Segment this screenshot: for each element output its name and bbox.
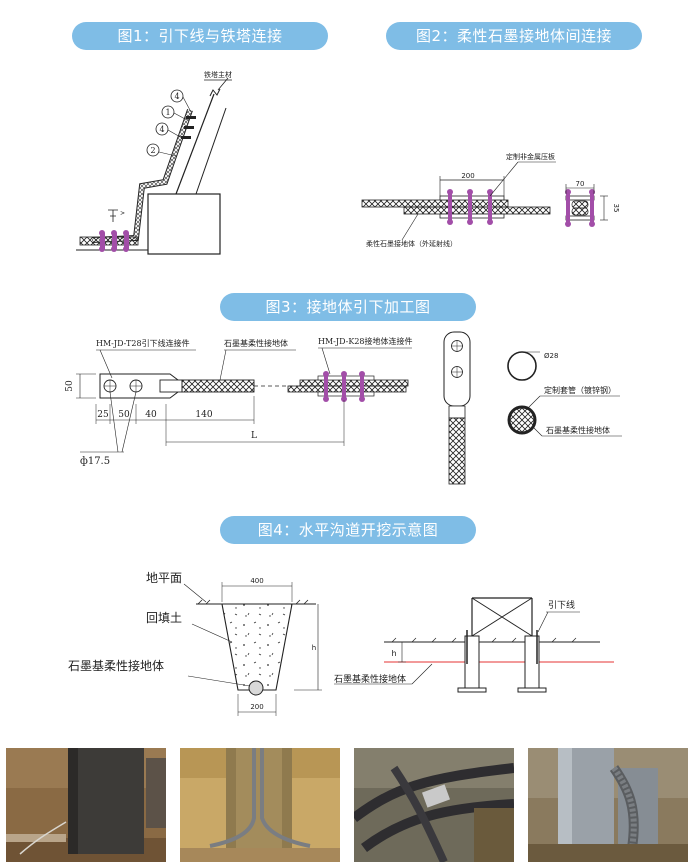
dim-400: 400 bbox=[250, 577, 263, 585]
connector-k28-label: HM-JD-K28接地体连接件 bbox=[318, 336, 413, 346]
fig1-diagram: > 4 1 4 2 铁塔主材 bbox=[76, 70, 232, 255]
dia-28: Ø28 bbox=[544, 352, 558, 360]
fig3-diagram: HM-JD-T28引下线连接件 石墨基柔性接地体 HM-JD-K28接地体连接件… bbox=[65, 331, 622, 485]
fig2-dim-200: 200 bbox=[461, 172, 474, 180]
dim-50-vertical: 50 bbox=[65, 380, 75, 392]
dim-40: 40 bbox=[145, 410, 157, 420]
body2-label: 石墨基柔性接地体 bbox=[546, 425, 610, 435]
phi-17-5: ф17.5 bbox=[80, 456, 110, 467]
fig2-dim-70: 70 bbox=[576, 180, 585, 188]
trench-body-label: 石墨基柔性接地体 bbox=[68, 658, 164, 673]
photo-clamp bbox=[354, 748, 514, 862]
fig4-diagram: 400 200 h 地平面 回填土 石墨基柔性接地体 bbox=[68, 571, 614, 716]
fig1-header: 图1：引下线与铁塔连接 bbox=[72, 22, 328, 50]
fig2-diagram: 200 定制非金属压板 柔性石墨接地体（外延射线） 70 35 bbox=[361, 152, 620, 248]
svg-text:>: > bbox=[120, 210, 125, 217]
connector-t28-label: HM-JD-T28引下线连接件 bbox=[96, 338, 190, 348]
callout-4b: 4 bbox=[159, 125, 164, 134]
fig2-header: 图2：柔性石墨接地体间连接 bbox=[386, 22, 642, 50]
photo-trench bbox=[180, 748, 340, 862]
callout-2: 2 bbox=[150, 146, 155, 155]
fig2-plate-label: 定制非金属压板 bbox=[506, 152, 555, 161]
dim-200: 200 bbox=[250, 703, 263, 711]
right-body-label: 石墨基柔性接地体 bbox=[334, 673, 406, 685]
callout-1: 1 bbox=[165, 108, 170, 117]
fig4-header: 图4：水平沟道开挖示意图 bbox=[220, 516, 476, 544]
tower-main-label: 铁塔主材 bbox=[204, 70, 232, 79]
dim-140: 140 bbox=[195, 410, 212, 420]
fig2-conductor-label: 柔性石墨接地体（外延射线） bbox=[366, 239, 457, 248]
sleeve-label: 定制套管（镀锌钢） bbox=[544, 385, 616, 395]
callout-4a: 4 bbox=[174, 92, 179, 101]
fig1-callouts: 4 1 4 2 bbox=[146, 89, 192, 157]
dim-h2: h bbox=[391, 649, 396, 658]
dim-h: h bbox=[312, 644, 316, 652]
photo-leg-connection bbox=[528, 748, 688, 862]
dim-L: L bbox=[251, 431, 257, 441]
fig1-clamps bbox=[99, 230, 129, 252]
fig3-header: 图3：接地体引下加工图 bbox=[220, 293, 476, 321]
graphite-body-label: 石墨基柔性接地体 bbox=[224, 338, 288, 348]
ground-label: 地平面 bbox=[146, 571, 182, 585]
backfill-label: 回填土 bbox=[146, 611, 182, 625]
dim-25: 25 bbox=[97, 410, 109, 420]
fig2-dim-35: 35 bbox=[612, 204, 620, 213]
dim-50: 50 bbox=[118, 410, 130, 420]
downlead-label: 引下线 bbox=[548, 599, 575, 611]
photo-tower-base bbox=[6, 748, 166, 862]
